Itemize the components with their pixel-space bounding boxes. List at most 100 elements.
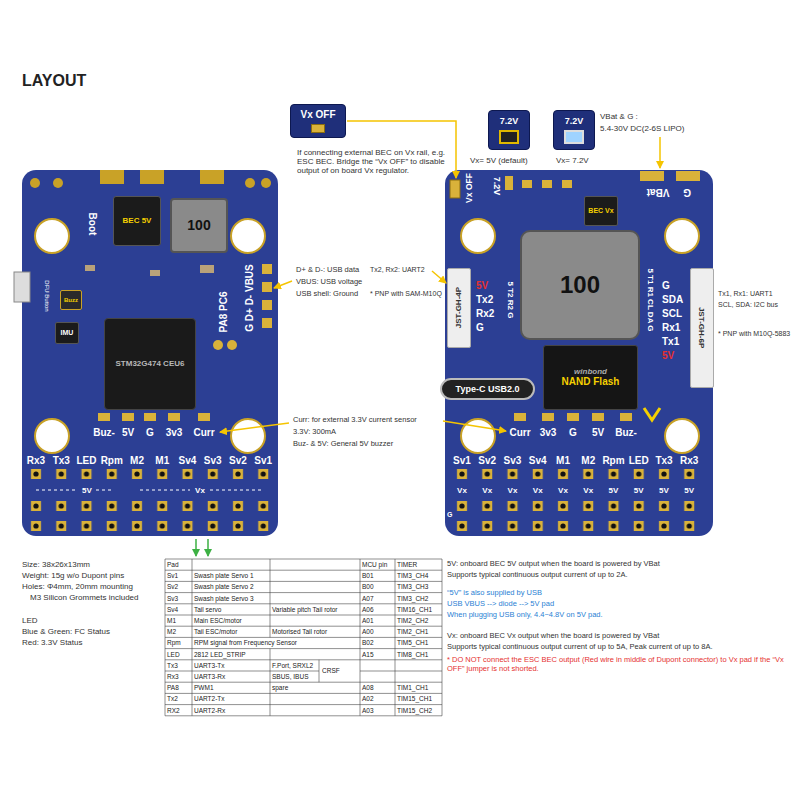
table-cell: A01	[362, 617, 374, 624]
pin-label: Curr	[509, 427, 530, 439]
table-cell: TIM3_CH2	[397, 595, 428, 602]
table-cell: UART3-Rx	[194, 673, 225, 680]
note-text: USB shell: Ground	[296, 290, 358, 299]
table-cell: TIM2_CH2	[397, 617, 428, 624]
pin-label: DFU Button	[44, 280, 51, 311]
grid-line	[165, 648, 442, 649]
leader-line	[274, 281, 292, 288]
table-cell: RX2	[167, 707, 180, 714]
table-cell: B02	[362, 639, 374, 646]
table-cell: Main ESC/motor	[194, 617, 242, 624]
pin-label: M2	[581, 455, 595, 467]
table-cell: TIM15_CH2	[397, 707, 432, 714]
header-pads	[449, 500, 702, 512]
pin-label: SDA	[662, 294, 683, 306]
pin-label: Tx1	[662, 336, 679, 348]
node-text: JST-GH-6P	[697, 307, 706, 348]
leader-line	[195, 539, 197, 556]
note-text: M3 Silicon Grommets included	[30, 593, 138, 602]
note-text: LED	[22, 616, 38, 625]
note-text: Weight: 15g w/o Dupont pins	[22, 571, 124, 580]
table-cell: Swash plate Servo 2	[194, 583, 254, 590]
mount-hole	[665, 419, 699, 453]
pin-label: G	[447, 511, 452, 519]
node-text: Vx OFF	[300, 109, 335, 121]
header-pads	[23, 500, 276, 512]
pin-label: 5V	[684, 486, 694, 495]
pin-label: Vx	[457, 486, 467, 495]
pin-label: G D+ D- VBUS	[244, 264, 256, 332]
vx-off-jumper	[450, 180, 460, 198]
node-text: JST-GH-4P	[454, 287, 463, 328]
pin-label: Vx	[482, 486, 492, 495]
header-row	[23, 468, 276, 480]
jumper-chip	[499, 130, 519, 144]
usb-pad	[262, 264, 272, 274]
pin-label: Buz-	[93, 427, 115, 439]
pin-label: Sv4	[529, 455, 547, 467]
pin-label: Vx	[583, 486, 593, 495]
mcu-chip: STM32G474 CEU6	[104, 318, 196, 410]
node-text: 7.2V	[565, 116, 584, 126]
table-cell: Sv4	[167, 606, 178, 613]
via-pad	[53, 178, 63, 188]
grid-line	[165, 615, 442, 616]
table-cell: A06	[362, 606, 374, 613]
aux-pad	[592, 413, 604, 421]
pin-label: M2	[130, 455, 144, 467]
aux-pad	[198, 413, 210, 421]
table-cell: MCU pin	[362, 561, 387, 568]
callout-box: 7.2V	[553, 110, 595, 150]
table-cell: A03	[362, 707, 374, 714]
table-cell: M1	[167, 617, 176, 624]
aux-pad	[144, 413, 156, 421]
pin-label: G	[683, 186, 691, 198]
table-grid	[165, 559, 442, 716]
table-cell: Tx3	[167, 662, 178, 669]
smd-part	[200, 265, 214, 273]
pin-label: M1	[155, 455, 169, 467]
pin-label: Sv2	[478, 455, 496, 467]
pin-label: Buz-	[615, 427, 637, 439]
node-text: NAND Flash	[562, 376, 620, 388]
smd-part	[85, 265, 95, 271]
rail-dash	[36, 490, 78, 491]
aux-pad	[122, 413, 134, 421]
inductor: 100	[520, 230, 640, 340]
pin-label: Curr	[193, 427, 214, 439]
table-cell: Rpm	[167, 639, 181, 646]
via-pad	[261, 178, 271, 188]
usb-pad	[262, 282, 272, 292]
mount-hole	[231, 419, 265, 453]
pin-label: Rpm	[101, 455, 123, 467]
table-cell: 2812 LED_STRIP	[194, 651, 246, 658]
grid-line	[165, 671, 319, 672]
table-cell: Motorised Tail rotor	[272, 628, 327, 635]
node-text: 7.2V	[500, 116, 519, 126]
pin-label: G	[476, 322, 484, 334]
note-text: * PNP with M10Q-5883	[718, 330, 790, 338]
pin-label: Vx	[195, 486, 205, 495]
table-cell: spare	[272, 684, 288, 691]
pin-label: Sv1	[254, 455, 272, 467]
pin-label: 5V	[609, 486, 619, 495]
grid-line	[165, 559, 166, 716]
note-text: 5V: onboard BEC 5V output when the board…	[447, 560, 792, 569]
aux-pad	[514, 413, 526, 421]
grid-line	[165, 637, 442, 638]
callout-box: Vx OFF	[290, 104, 346, 138]
bec-chip: BEC Vx	[584, 196, 617, 226]
jumper-pad	[311, 124, 325, 133]
table-cell: Sv1	[167, 572, 178, 579]
note-text: Vx: onboard BEC Vx output when the board…	[447, 632, 792, 641]
node-text: 100	[187, 217, 210, 233]
pin-label: Sv3	[204, 455, 222, 467]
table-cell: LED	[167, 651, 180, 658]
table-cell: A08	[362, 684, 374, 691]
note-text: If connecting external BEC on Vx rail, e…	[297, 148, 447, 176]
table-cell: TIM5_CH1	[397, 639, 428, 646]
pin-label: Tx3	[53, 455, 70, 467]
node-text: BEC 5V	[123, 216, 152, 225]
smd-part	[562, 180, 572, 188]
pin-label: LED	[629, 455, 649, 467]
